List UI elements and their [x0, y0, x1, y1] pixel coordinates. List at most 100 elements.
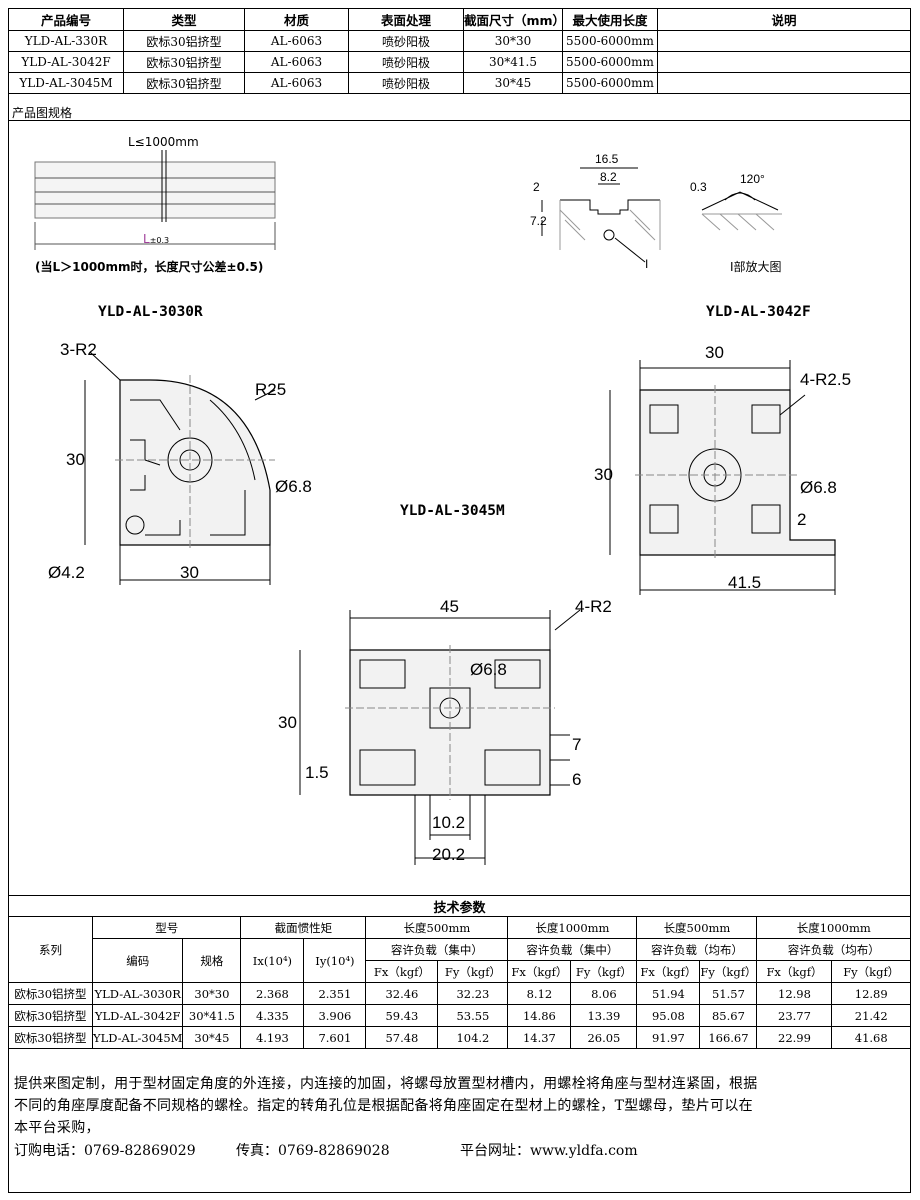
detail-dim: 16.5 [595, 152, 619, 166]
table-cell [657, 51, 911, 73]
table-cell: 166.67 [699, 1026, 758, 1049]
tolerance-value: ±0.3 [149, 236, 170, 245]
table-cell: YLD-AL-3045M [91, 1026, 184, 1049]
detail-dim: 0.3 [690, 180, 707, 194]
dim-3045-slot-outer: 20.2 [432, 845, 466, 864]
table-cell: YLD-AL-3045M [8, 72, 124, 94]
fax: 传真：0769-82869028 [236, 1143, 390, 1159]
table-cell: 41.68 [831, 1026, 911, 1049]
dim-3030-r1: 3-R2 [60, 340, 97, 359]
col-header: 说明 [657, 8, 911, 31]
table-cell: 85.67 [699, 1004, 758, 1027]
section-label: 产品图规格 [12, 106, 73, 120]
table-cell: 23.77 [756, 1004, 833, 1027]
table-cell: 30*30 [463, 30, 563, 52]
table-row: YLD-AL-3045M 欧标30铝挤型 AL-6063 喷砂阳极 30*45 … [8, 72, 911, 94]
table-cell: 7.601 [303, 1026, 367, 1049]
table-cell: AL-6063 [244, 30, 349, 52]
tech-caption: 技术参数 [8, 895, 911, 917]
table-cell: 53.55 [437, 1004, 509, 1027]
group-load: 容许负载（集中） [365, 938, 509, 961]
length-bar-drawing [34, 150, 276, 250]
col-header: 截面尺寸（mm） [463, 8, 565, 31]
table-cell: 30*45 [463, 72, 563, 94]
table-cell: 104.2 [437, 1026, 509, 1049]
group-length: 长度500mm [365, 916, 509, 939]
code-header: 编码 [91, 938, 184, 983]
model-label-3045: YLD-AL-3045M [400, 503, 505, 519]
table-cell: AL-6063 [244, 72, 349, 94]
table-cell: 喷砂阳极 [348, 72, 464, 94]
table-cell: 51.94 [636, 982, 701, 1005]
table-cell: AL-6063 [244, 51, 349, 73]
dim-3045-h: 30 [278, 713, 297, 732]
fx-header: Fx（kgf） [636, 960, 701, 983]
table-cell: YLD-AL-3030R [91, 982, 184, 1005]
table-cell: YLD-AL-3042F [8, 51, 124, 73]
model-label-3030: YLD-AL-3030R [98, 304, 203, 320]
fx-header: Fx（kgf） [756, 960, 833, 983]
table-cell: 32.23 [437, 982, 509, 1005]
table-cell: 8.12 [507, 982, 572, 1005]
dim-3045-r: 4-R2 [575, 597, 612, 616]
table-cell: 欧标30铝挤型 [8, 982, 93, 1005]
table-cell: 5500-6000mm [562, 30, 658, 52]
table-cell: 12.98 [756, 982, 833, 1005]
fy-header: Fy（kgf） [831, 960, 911, 983]
iy-header: Iy(10⁴) [303, 938, 367, 983]
dim-3042-w: 30 [705, 343, 724, 362]
group-load: 容许负载（均布） [636, 938, 758, 961]
table-cell: 5500-6000mm [562, 72, 658, 94]
table-cell: 22.99 [756, 1026, 833, 1049]
dim-3030-w: 30 [180, 563, 199, 582]
note-line: 不同的角座厚度配备不同规格的螺栓。指定的转角孔位是根据配备将角座固定在型材上的螺… [14, 1098, 753, 1114]
table-cell: 91.97 [636, 1026, 701, 1049]
detail-drawing [541, 167, 782, 263]
table-cell: 14.37 [507, 1026, 572, 1049]
col-header: 最大使用长度 [562, 8, 658, 31]
dim-3045-d7: 7 [572, 735, 582, 754]
table-cell: YLD-AL-3042F [91, 1004, 184, 1027]
table-row: YLD-AL-330R 欧标30铝挤型 AL-6063 喷砂阳极 30*30 5… [8, 30, 911, 52]
profile-3042-drawing [609, 360, 836, 595]
dim-3030-hole: Ø6.8 [275, 477, 312, 496]
profile-3030-drawing [84, 351, 276, 585]
fy-header: Fy（kgf） [570, 960, 638, 983]
table-cell: 欧标30铝挤型 [123, 51, 245, 73]
group-length: 长度500mm [636, 916, 758, 939]
product-table: 产品编号 类型 材质 表面处理 截面尺寸（mm） 最大使用长度 说明 YLD-A… [8, 8, 911, 94]
table-cell: 30*41.5 [463, 51, 563, 73]
product-table-header: 产品编号 类型 材质 表面处理 截面尺寸（mm） 最大使用长度 说明 [8, 8, 911, 31]
detail-caption: I部放大图 [730, 260, 782, 274]
table-cell: YLD-AL-330R [8, 30, 124, 52]
tech-table: 技术参数 系列 型号 截面惯性矩 长度500mm 长度1000mm 长度500m… [8, 895, 911, 1049]
table-cell: 30*30 [182, 982, 242, 1005]
fx-header: Fx（kgf） [507, 960, 572, 983]
dim-3030-h: 30 [66, 450, 85, 469]
table-cell: 5500-6000mm [562, 51, 658, 73]
detail-dim: 8.2 [600, 170, 617, 184]
profile-3045-drawing [299, 609, 581, 865]
dim-3045-d6: 6 [572, 770, 582, 789]
group-load: 容许负载（集中） [507, 938, 638, 961]
table-cell: 13.39 [570, 1004, 638, 1027]
table-cell: 欧标30铝挤型 [8, 1026, 93, 1049]
table-cell: 30*41.5 [182, 1004, 242, 1027]
fy-header: Fy（kgf） [699, 960, 758, 983]
table-cell [657, 30, 911, 52]
detail-dim: 2 [533, 180, 540, 194]
divider [8, 120, 911, 121]
fy-header: Fy（kgf） [437, 960, 509, 983]
note-line: 提供来图定制，用于型材固定角度的外连接，内连接的加固，将螺母放置型材槽内，用螺栓… [14, 1076, 758, 1092]
dim-3042-total-w: 41.5 [728, 573, 762, 592]
dim-3042-lip: 2 [797, 510, 807, 529]
length-label: L≤1000mm [128, 135, 199, 149]
dim-3045-w: 45 [440, 597, 459, 616]
table-row: YLD-AL-3042F 欧标30铝挤型 AL-6063 喷砂阳极 30*41.… [8, 51, 911, 73]
note-line: 本平台采购， [14, 1120, 100, 1136]
dim-3030-small-hole: Ø4.2 [48, 563, 85, 582]
dim-3030-r2: R25 [255, 380, 287, 399]
website: 平台网址：www.yldfa.com [460, 1143, 638, 1159]
table-cell: 26.05 [570, 1026, 638, 1049]
